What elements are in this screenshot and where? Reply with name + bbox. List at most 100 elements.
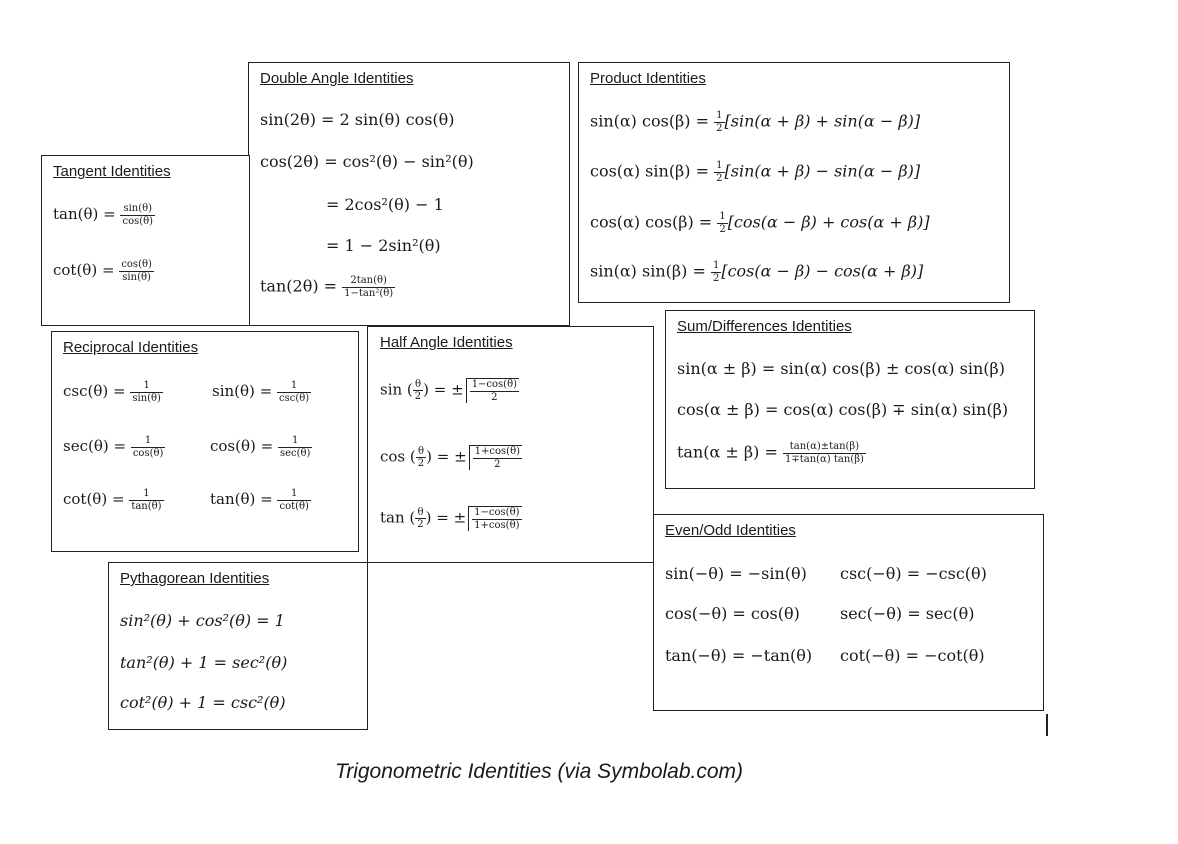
sum-diff-eq-3-frac: tan(α)±tan(β)1∓tan(α) tan(β): [782, 441, 866, 465]
double-angle-eq-3: = 2cos²(θ) − 1: [326, 195, 444, 214]
product-eq-4-lhs: sin(α) sin(β) =: [590, 261, 706, 281]
pythagorean-eq-3: cot²(θ) + 1 = csc²(θ): [120, 693, 286, 712]
product-half-3-den: 2: [719, 223, 726, 235]
reciprocal-eq-b3-lhs: tan(θ) =: [210, 490, 273, 508]
half-angle-eq-2-root: 1+cos(θ)2: [468, 445, 522, 470]
reciprocal-eq-b3-den: cot(θ): [279, 500, 309, 512]
reciprocal-eq-b2-num: 1: [277, 435, 313, 448]
tangent-title: Tangent Identities: [53, 163, 171, 180]
double-angle-eq-5-lhs: tan(2θ) =: [260, 276, 338, 296]
sum-diff-eq-3-den: 1∓tan(α) tan(β): [784, 453, 864, 465]
product-half-1-den: 2: [716, 122, 723, 134]
product-eq-3-lhs: cos(α) cos(β) =: [590, 212, 713, 232]
half-angle-title: Half Angle Identities: [380, 334, 513, 351]
half-angle-eq-3-root: 1−cos(θ)1+cos(θ): [468, 506, 522, 531]
product-half-3-num: 1: [717, 211, 728, 224]
half-angle-eq-1-num: 1−cos(θ): [469, 379, 520, 392]
tangent-eq-2: cot(θ) = cos(θ)sin(θ): [53, 259, 154, 283]
even-odd-eq-a3: tan(−θ) = −tan(θ): [665, 646, 813, 665]
half-angle-eq-3-den: 1+cos(θ): [474, 519, 520, 531]
tangent-eq-1-num: sin(θ): [120, 203, 156, 216]
product-half-2-den: 2: [716, 172, 723, 184]
tangent-eq-1: tan(θ) = sin(θ)cos(θ): [53, 203, 156, 227]
product-box: [578, 62, 1010, 303]
product-eq-1-lhs: sin(α) cos(β) =: [590, 111, 710, 131]
product-eq-2-lhs: cos(α) sin(β) =: [590, 161, 710, 181]
reciprocal-eq-b1-den: csc(θ): [279, 392, 310, 404]
reciprocal-eq-a2-lhs: sec(θ) =: [63, 437, 127, 455]
sum-diff-box: [665, 310, 1035, 489]
product-half-1-num: 1: [714, 110, 725, 123]
double-angle-eq-5: tan(2θ) = 2tan(θ)1−tan²(θ): [260, 275, 396, 299]
half-angle-eq-2-frac: 1+cos(θ)2: [472, 446, 522, 470]
half-angle-eq-3-arg-num: θ: [415, 507, 426, 519]
even-odd-eq-b2: sec(−θ) = sec(θ): [840, 604, 975, 623]
sum-diff-eq-2: cos(α ± β) = cos(α) cos(β) ∓ sin(α) sin(…: [677, 400, 1009, 419]
pythagorean-eq-2: tan²(θ) + 1 = sec²(θ): [120, 653, 287, 672]
reciprocal-eq-a2-num: 1: [130, 435, 166, 448]
reciprocal-eq-a3-den: tan(θ): [131, 500, 162, 512]
product-title: Product Identities: [590, 70, 706, 87]
half-angle-eq-2-den: 2: [494, 458, 501, 470]
half-angle-eq-1-pm: = ±: [433, 380, 464, 399]
pythagorean-eq-1: sin²(θ) + cos²(θ) = 1: [120, 611, 285, 630]
double-angle-eq-4: = 1 − 2sin²(θ): [326, 236, 441, 255]
even-odd-eq-a1: sin(−θ) = −sin(θ): [665, 564, 807, 583]
pythagorean-eq-2-text: tan²(θ) + 1 = sec²(θ): [120, 653, 288, 672]
half-angle-eq-1-arg-num: θ: [412, 379, 424, 391]
double-angle-eq-5-den: 1−tan²(θ): [344, 287, 394, 299]
reciprocal-eq-a3-lhs: cot(θ) =: [63, 490, 125, 508]
half-angle-eq-3-arg-den: 2: [417, 519, 424, 530]
reciprocal-eq-b2-den: sec(θ): [279, 447, 311, 459]
sum-diff-title: Sum/Differences Identities: [677, 318, 852, 335]
pythagorean-box: [108, 562, 368, 730]
product-half-2-num: 1: [714, 160, 725, 173]
double-angle-eq-1: sin(2θ) = 2 sin(θ) cos(θ): [260, 110, 455, 129]
reciprocal-eq-a1-den: sin(θ): [132, 392, 161, 404]
half-angle-eq-1-root: 1−cos(θ)2: [465, 378, 520, 403]
reciprocal-eq-a1-lhs: csc(θ) =: [63, 382, 126, 400]
half-angle-eq-3-num: 1−cos(θ): [472, 507, 522, 520]
tangent-box: [41, 155, 250, 326]
even-odd-eq-b3: cot(−θ) = −cot(θ): [840, 646, 985, 665]
tangent-eq-1-den: cos(θ): [122, 215, 154, 227]
half-angle-eq-1-fn: sin: [380, 380, 403, 399]
half-angle-eq-2-arg-num: θ: [415, 446, 427, 458]
half-angle-box: [367, 326, 654, 563]
product-half-4-den: 2: [712, 272, 720, 284]
product-eq-2-rhs: [sin(α + β) − sin(α − β)]: [724, 161, 921, 181]
pythagorean-eq-3-text: cot²(θ) + 1 = csc²(θ): [120, 693, 286, 712]
even-odd-title: Even/Odd Identities: [665, 522, 796, 539]
caption: Trigonometric Identities (via Symbolab.c…: [334, 760, 744, 783]
reciprocal-eq-b1-num: 1: [277, 380, 312, 393]
reciprocal-eq-b3-num: 1: [277, 488, 311, 501]
even-odd-box: [653, 514, 1044, 711]
half-angle-eq-1-arg-den: 2: [414, 391, 422, 402]
tangent-eq-2-lhs: cot(θ) =: [53, 261, 115, 279]
double-angle-eq-2: cos(2θ) = cos²(θ) − sin²(θ): [260, 152, 474, 171]
even-odd-eq-b1: csc(−θ) = −csc(θ): [840, 564, 987, 583]
tangent-eq-2-den: sin(θ): [122, 271, 151, 283]
half-angle-eq-2-pm: = ±: [436, 447, 467, 466]
reciprocal-eq-a1-num: 1: [130, 380, 163, 393]
half-angle-eq-3-frac: 1−cos(θ)1+cos(θ): [472, 507, 522, 531]
sum-diff-eq-1: sin(α ± β) = sin(α) cos(β) ± cos(α) sin(…: [677, 359, 1005, 378]
half-angle-eq-3-fn: tan: [380, 508, 405, 527]
half-angle-eq-2-arg-den: 2: [417, 458, 425, 469]
